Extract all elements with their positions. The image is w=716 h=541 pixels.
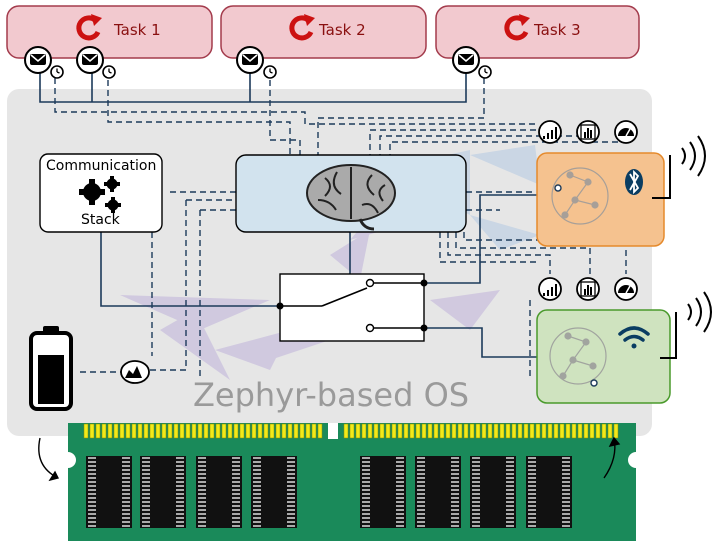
radio-chip-icon	[551, 167, 609, 225]
task-2-box	[220, 5, 427, 59]
energy-profile-icon	[120, 360, 150, 384]
bar-chart-icon	[576, 120, 600, 144]
speedometer-icon	[614, 120, 638, 144]
clock-icon	[102, 65, 116, 79]
task-1-label: Task 1	[114, 21, 161, 39]
message-envelope-icon	[236, 46, 264, 74]
ram-chips	[86, 456, 572, 528]
task-3-box	[435, 5, 640, 59]
os-label: Zephyr-based OS	[193, 376, 470, 414]
antenna-icon	[660, 291, 712, 359]
bar-chart-icon	[576, 277, 600, 301]
bluetooth-radio-box	[536, 152, 665, 247]
clock-icon	[263, 65, 277, 79]
radio-switch-box	[279, 273, 425, 342]
clock-icon	[50, 65, 64, 79]
battery-icon	[29, 326, 73, 411]
message-envelope-icon	[452, 46, 480, 74]
ram-contact-pins	[83, 423, 323, 439]
speedometer-icon	[614, 277, 638, 301]
signal-strength-icon	[538, 120, 562, 144]
ram-arrows	[38, 436, 621, 482]
ram-module	[68, 423, 636, 541]
communication-label: Communication	[46, 158, 157, 174]
ram-contact-pins	[343, 423, 619, 439]
task-1-box	[6, 5, 213, 59]
message-envelope-icon	[24, 46, 52, 74]
stack-label: Stack	[81, 212, 120, 228]
brain-icon	[306, 164, 396, 231]
task-2-label: Task 2	[319, 21, 366, 39]
message-envelope-icon	[76, 46, 104, 74]
gears-icon	[79, 176, 121, 213]
radio-chip-icon	[549, 327, 607, 385]
signal-strength-icon	[538, 277, 562, 301]
task-3-label: Task 3	[534, 21, 581, 39]
bluetooth-icon	[625, 169, 643, 195]
wifi-icon	[618, 326, 650, 349]
switch-icon	[276, 278, 428, 333]
os-panel	[7, 89, 652, 436]
wifi-radio-box	[536, 309, 671, 404]
antenna-icon	[652, 135, 706, 199]
clock-icon	[478, 65, 492, 79]
dashed-links	[54, 78, 627, 380]
